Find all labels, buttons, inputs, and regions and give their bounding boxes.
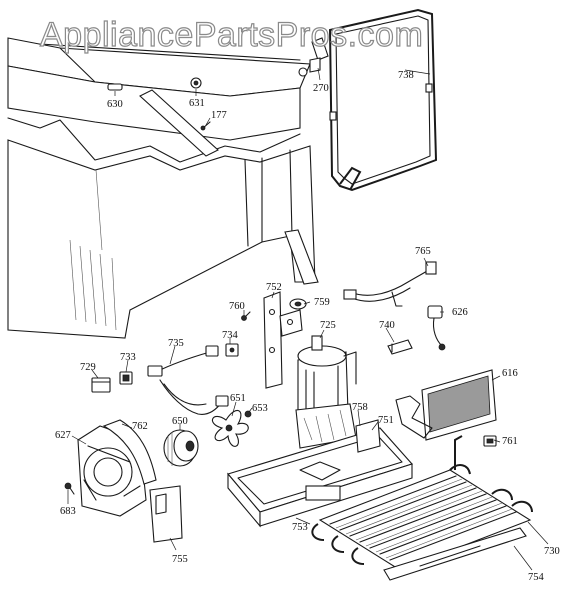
watermark: AppliancePartsPros.com xyxy=(40,16,423,54)
label-627: 627 xyxy=(55,430,71,441)
label-754: 754 xyxy=(528,572,545,583)
label-761: 761 xyxy=(502,436,518,447)
part-651-fan-blade xyxy=(211,409,249,447)
part-765-harness xyxy=(343,261,437,307)
label-651: 651 xyxy=(230,393,246,404)
label-730: 730 xyxy=(544,546,560,557)
part-754-tray xyxy=(383,527,527,581)
part-758 xyxy=(355,419,381,453)
label-725: 725 xyxy=(320,320,336,331)
label-765: 765 xyxy=(415,246,431,257)
label-740: 740 xyxy=(379,320,395,331)
label-729: 729 xyxy=(80,362,96,373)
part-683-screw xyxy=(64,482,75,495)
cabinet xyxy=(7,37,319,339)
label-755: 755 xyxy=(172,554,188,565)
label-759: 759 xyxy=(314,297,330,308)
part-labels: 630 631 177 270 738 765 752 759 760 725 … xyxy=(55,70,560,583)
part-740 xyxy=(387,339,413,355)
part-734 xyxy=(225,343,239,357)
part-735-wiring xyxy=(147,345,229,415)
label-762: 762 xyxy=(132,421,148,432)
part-738-gasket xyxy=(328,8,438,192)
part-725-compressor xyxy=(295,335,357,449)
part-729 xyxy=(91,377,111,393)
label-758: 758 xyxy=(352,402,368,413)
label-177: 177 xyxy=(211,110,227,121)
part-653-nut xyxy=(244,410,252,418)
label-270: 270 xyxy=(313,83,329,94)
part-761-clip xyxy=(483,435,497,447)
label-631: 631 xyxy=(189,98,205,109)
cabinet-shading xyxy=(69,169,117,331)
leader-lines xyxy=(67,67,549,571)
label-733: 733 xyxy=(120,352,136,363)
label-683: 683 xyxy=(60,506,76,517)
label-751: 751 xyxy=(378,415,394,426)
part-733 xyxy=(119,371,133,385)
part-730-condenser xyxy=(311,435,533,571)
label-616: 616 xyxy=(502,368,518,379)
label-734: 734 xyxy=(222,330,239,341)
part-270-hinge xyxy=(309,37,329,73)
label-752: 752 xyxy=(266,282,282,293)
label-626: 626 xyxy=(452,307,468,318)
part-626-sensor xyxy=(427,305,446,351)
part-755-baffle xyxy=(149,485,183,543)
part-616-panel xyxy=(395,369,497,441)
label-653: 653 xyxy=(252,403,268,414)
part-762-duct xyxy=(102,419,157,485)
label-753: 753 xyxy=(292,522,308,533)
part-759-grommet xyxy=(289,298,307,310)
label-630: 630 xyxy=(107,99,123,110)
label-650: 650 xyxy=(172,416,188,427)
part-760-screw xyxy=(241,311,251,321)
label-760: 760 xyxy=(229,301,245,312)
label-738: 738 xyxy=(398,70,414,81)
part-650-motor xyxy=(163,429,199,467)
label-735: 735 xyxy=(168,338,184,349)
part-752-bracket xyxy=(263,291,303,389)
